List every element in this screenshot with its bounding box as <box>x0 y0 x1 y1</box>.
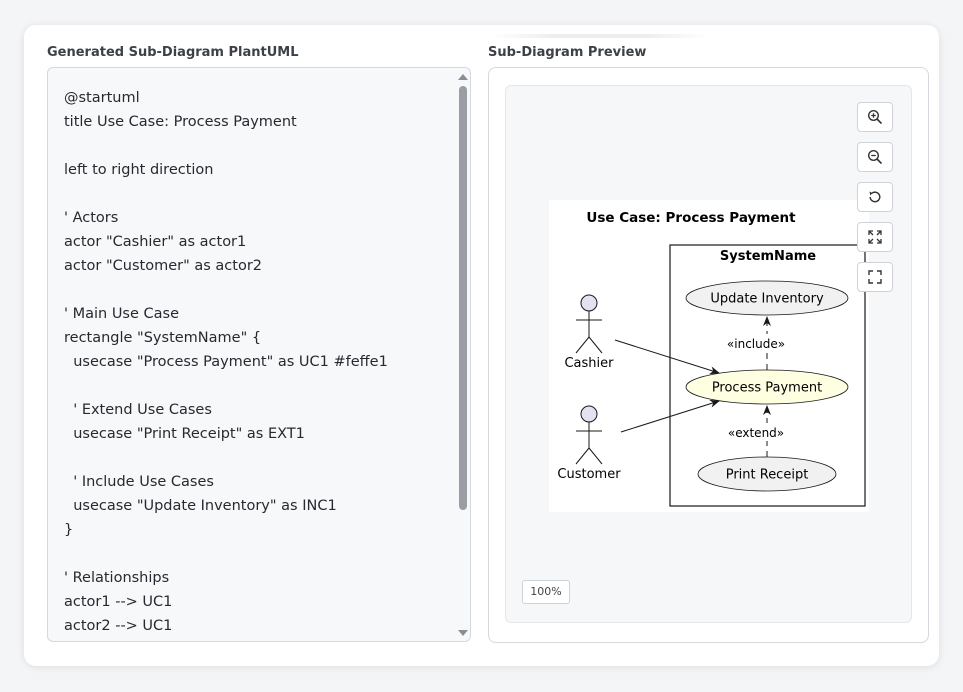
association-arrow <box>620 399 720 433</box>
code-line: ' Extend Use Cases <box>64 402 212 418</box>
actor-label: Customer <box>557 467 621 482</box>
code-line: title Use Case: Process Payment <box>64 114 297 130</box>
fit-to-screen-icon <box>868 230 882 244</box>
system-name-label: SystemName <box>720 249 816 264</box>
include-stereotype-label: «include» <box>727 337 785 351</box>
code-line: ' Relationships <box>64 570 170 586</box>
code-line <box>64 278 388 302</box>
code-scrollbar[interactable] <box>456 68 470 641</box>
code-line: } <box>64 522 74 538</box>
fit-to-view-button[interactable] <box>857 222 893 252</box>
extend-stereotype-label: «extend» <box>728 426 784 440</box>
code-line <box>64 374 388 398</box>
code-line: rectangle "SystemName" { <box>64 330 262 346</box>
actor-customer <box>575 405 603 465</box>
actor-label: Cashier <box>564 356 614 371</box>
reset-icon <box>869 191 881 203</box>
reset-view-button[interactable] <box>857 182 893 212</box>
usecase-update-inventory <box>685 280 849 316</box>
code-line: actor2 --> UC1 <box>64 618 173 634</box>
code-line: @startuml <box>64 90 140 106</box>
usecase-label: Print Receipt <box>726 468 809 483</box>
code-line <box>64 446 388 470</box>
zoom-out-button[interactable] <box>857 142 893 172</box>
system-boundary <box>669 244 866 507</box>
fullscreen-button[interactable] <box>857 262 893 292</box>
zoom-level-indicator: 100% <box>522 580 570 604</box>
diagram-title: Use Case: Process Payment <box>586 210 796 226</box>
include-label-bg <box>723 334 789 352</box>
title-divider <box>490 34 710 38</box>
code-line: ' Actors <box>64 210 119 226</box>
code-line <box>64 134 388 158</box>
code-line <box>64 182 388 206</box>
code-line: actor "Cashier" as actor1 <box>64 234 247 250</box>
code-line: left to right direction <box>64 162 214 178</box>
code-line: usecase "Print Receipt" as EXT1 <box>64 426 305 442</box>
preview-panel: Use Case: Process Payment SystemName Cas… <box>488 67 929 643</box>
scroll-up-arrow-icon[interactable] <box>458 74 468 80</box>
scroll-down-arrow-icon[interactable] <box>458 630 468 636</box>
code-panel-title: Generated Sub-Diagram PlantUML <box>47 45 299 60</box>
plantuml-code-editor[interactable]: @startuml title Use Case: Process Payment… <box>47 67 471 642</box>
zoom-out-icon <box>867 149 882 164</box>
code-line: actor1 --> UC1 <box>64 594 173 610</box>
zoom-in-button[interactable] <box>857 102 893 132</box>
code-line: ' Include Use Cases <box>64 474 214 490</box>
scrollbar-thumb[interactable] <box>459 86 467 510</box>
use-case-diagram: Use Case: Process Payment SystemName Cas… <box>549 200 869 512</box>
preview-panel-title: Sub-Diagram Preview <box>488 45 647 60</box>
code-line: ' Main Use Case <box>64 306 180 322</box>
plantuml-code-text[interactable]: @startuml title Use Case: Process Payment… <box>64 86 388 638</box>
actor-cashier <box>575 294 603 354</box>
diagram-canvas[interactable]: Use Case: Process Payment SystemName Cas… <box>505 85 912 623</box>
extend-label-bg <box>723 423 789 441</box>
code-line: usecase "Process Payment" as UC1 #feffe1 <box>64 354 388 370</box>
code-line: actor "Customer" as actor2 <box>64 258 263 274</box>
code-line: usecase "Update Inventory" as INC1 <box>64 498 337 514</box>
association-arrow <box>614 339 720 375</box>
usecase-label: Update Inventory <box>710 292 824 307</box>
code-line <box>64 542 388 566</box>
zoom-in-icon <box>867 109 882 124</box>
usecase-label: Process Payment <box>712 381 822 396</box>
fullscreen-icon <box>868 270 882 284</box>
